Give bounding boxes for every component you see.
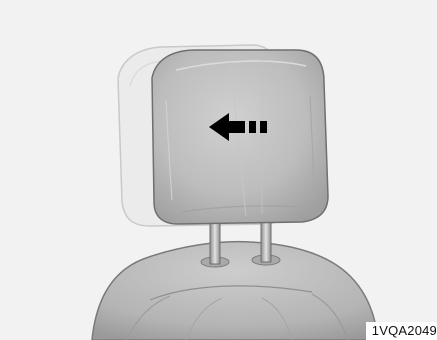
figure-code: 1VQA2049 <box>366 322 437 340</box>
headrest <box>152 50 328 224</box>
